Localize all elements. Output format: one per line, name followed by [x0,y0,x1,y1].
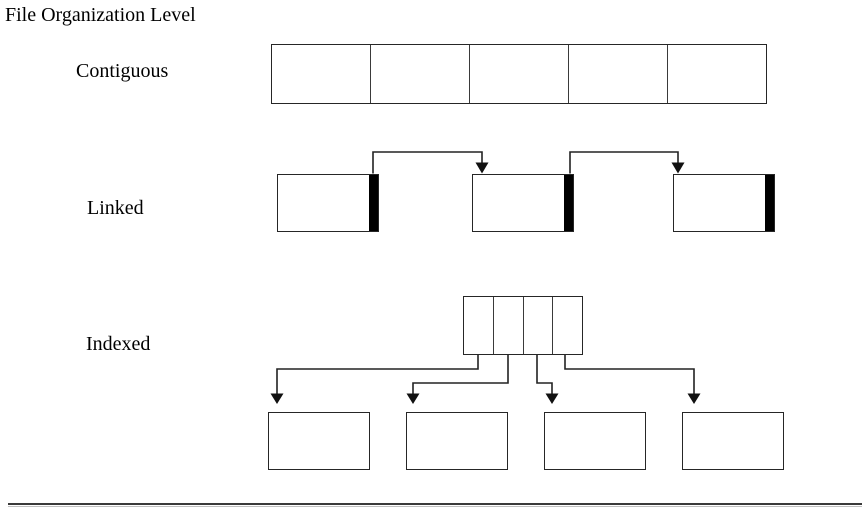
indexed-data-block-3 [544,412,646,470]
arrow-linked-1-line [372,151,483,174]
linked-block-1 [277,174,379,232]
index-block [463,296,583,355]
arrowhead-icon [687,393,701,404]
arrowhead-icon [671,162,685,174]
contiguous-block-cell [469,45,568,103]
index-block-cell [552,297,582,354]
contiguous-block-cell [370,45,469,103]
indexed-data-block-1 [268,412,370,470]
arrow-indexed-3-line [536,355,553,394]
linked-block-3 [673,174,775,232]
arrowhead-icon [406,393,420,404]
index-block-cell [464,297,493,354]
arrowhead-icon [545,393,559,404]
row-label-contiguous: Contiguous [76,60,169,82]
bottom-rule-shadow [8,506,862,507]
contiguous-block-cell [568,45,667,103]
pointer-bar [369,175,378,231]
arrowhead-icon [475,162,489,174]
bottom-rule [8,503,862,505]
indexed-data-block-4 [682,412,784,470]
arrow-indexed-2-line [412,355,509,394]
index-block-cell [492,297,523,354]
diagram-title: File Organization Level [5,4,196,26]
linked-block-2 [472,174,574,232]
arrowhead-icon [270,393,284,404]
index-block-cell [522,297,553,354]
arrow-indexed-1-line [276,355,479,394]
indexed-data-block-2 [406,412,508,470]
arrow-linked-2-line [569,151,679,174]
contiguous-block-cell [272,45,370,103]
contiguous-block-cell [667,45,766,103]
pointer-bar [564,175,573,231]
row-label-linked: Linked [87,197,144,219]
contiguous-block-row [271,44,767,104]
row-label-indexed: Indexed [86,333,151,355]
arrow-indexed-4-line [564,355,695,394]
pointer-bar [765,175,774,231]
